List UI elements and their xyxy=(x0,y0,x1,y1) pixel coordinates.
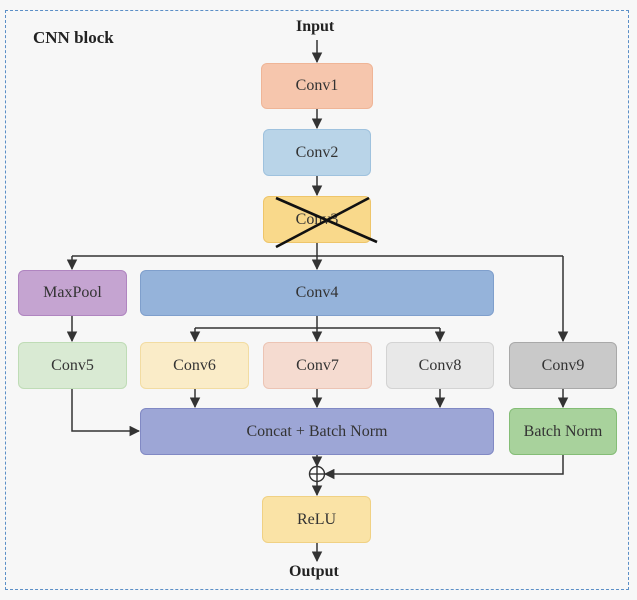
diagram-title: CNN block xyxy=(33,28,114,47)
conv1-node: Conv1 xyxy=(261,63,373,109)
maxpool-node: MaxPool xyxy=(18,270,127,316)
conv9-node: Conv9 xyxy=(509,342,617,389)
concat-batchnorm-node: Concat + Batch Norm xyxy=(140,408,494,455)
relu-node: ReLU xyxy=(262,496,371,543)
output-label: Output xyxy=(289,563,339,580)
input-label: Input xyxy=(296,18,335,35)
conv7-node: Conv7 xyxy=(263,342,372,389)
cnn-block-frame xyxy=(5,10,629,590)
batchnorm-node: Batch Norm xyxy=(509,408,617,455)
conv6-node: Conv6 xyxy=(140,342,249,389)
conv3-node: Conv3 xyxy=(263,196,371,243)
conv2-node: Conv2 xyxy=(263,129,371,176)
conv4-node: Conv4 xyxy=(140,270,494,316)
conv8-node: Conv8 xyxy=(386,342,494,389)
conv5-node: Conv5 xyxy=(18,342,127,389)
